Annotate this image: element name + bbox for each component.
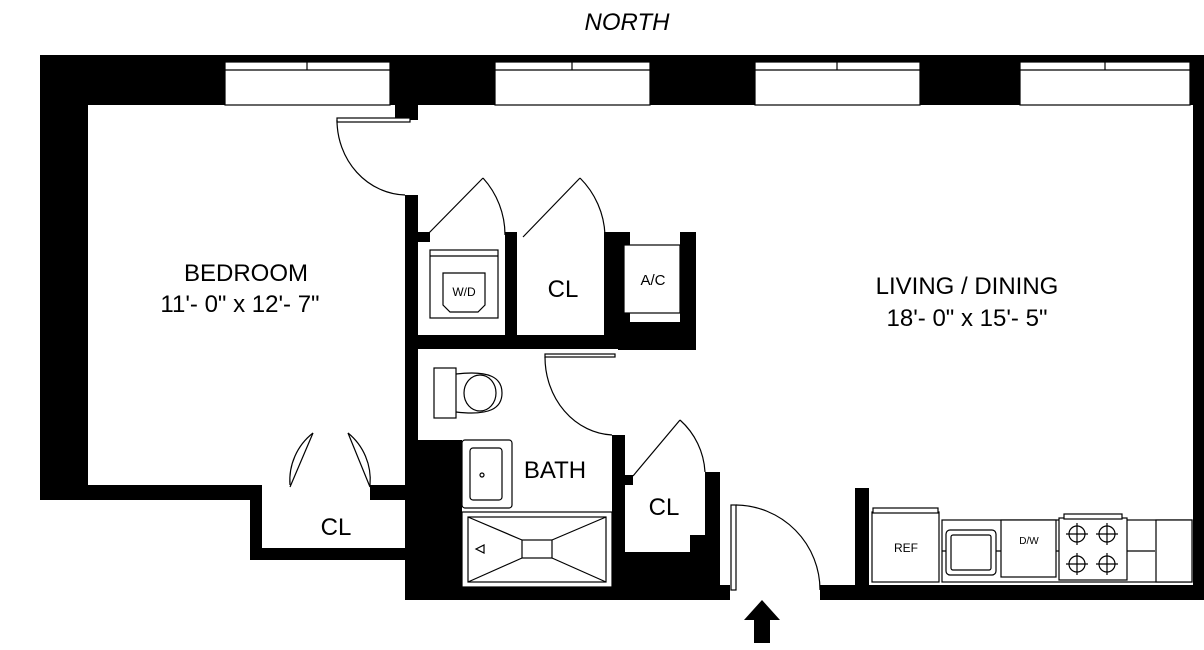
hall-closet-top-label: CL [548, 276, 579, 303]
closet-door [522, 177, 606, 238]
entry-door [730, 504, 821, 591]
hall-closet-bottom-label: CL [649, 494, 680, 521]
laundry-door [424, 177, 506, 238]
north-label: NORTH [585, 9, 671, 36]
living-size: 18'- 0" x 15'- 5" [887, 305, 1048, 332]
window [494, 61, 651, 106]
bath-name: BATH [524, 457, 586, 484]
bath-door [544, 353, 616, 436]
doors [289, 117, 821, 591]
dishwasher: D/W [1000, 519, 1057, 578]
ac-label: A/C [640, 272, 665, 289]
window [754, 61, 921, 106]
walls [40, 55, 1204, 600]
window [224, 61, 391, 106]
toilet [433, 367, 503, 419]
entry-arrow-icon [744, 600, 780, 643]
bedroom-closet-label: CL [321, 514, 352, 541]
sink [461, 439, 513, 509]
hall-closet-door [632, 419, 706, 477]
stove [1058, 513, 1128, 581]
air-conditioner: A/C [623, 244, 681, 314]
bedroom-closet-door [289, 432, 371, 488]
bedroom-door [336, 117, 411, 196]
bedroom-size: 11'- 0" x 12'- 7" [160, 291, 319, 318]
bedroom-name: BEDROOM [184, 260, 308, 287]
window [1019, 61, 1191, 106]
cabinet [1155, 519, 1193, 583]
sink-kitchen [945, 529, 997, 576]
shower [461, 511, 613, 588]
living-name: LIVING / DINING [876, 273, 1059, 300]
refrigerator: REF [871, 507, 940, 583]
dishwasher-label: D/W [1019, 536, 1039, 547]
fixtures: W/D A/C REF D/W [429, 244, 1193, 588]
windows [224, 61, 1191, 106]
washer-dryer: W/D [429, 249, 499, 319]
refrigerator-label: REF [894, 541, 918, 555]
washer-dryer-label: W/D [452, 285, 476, 299]
